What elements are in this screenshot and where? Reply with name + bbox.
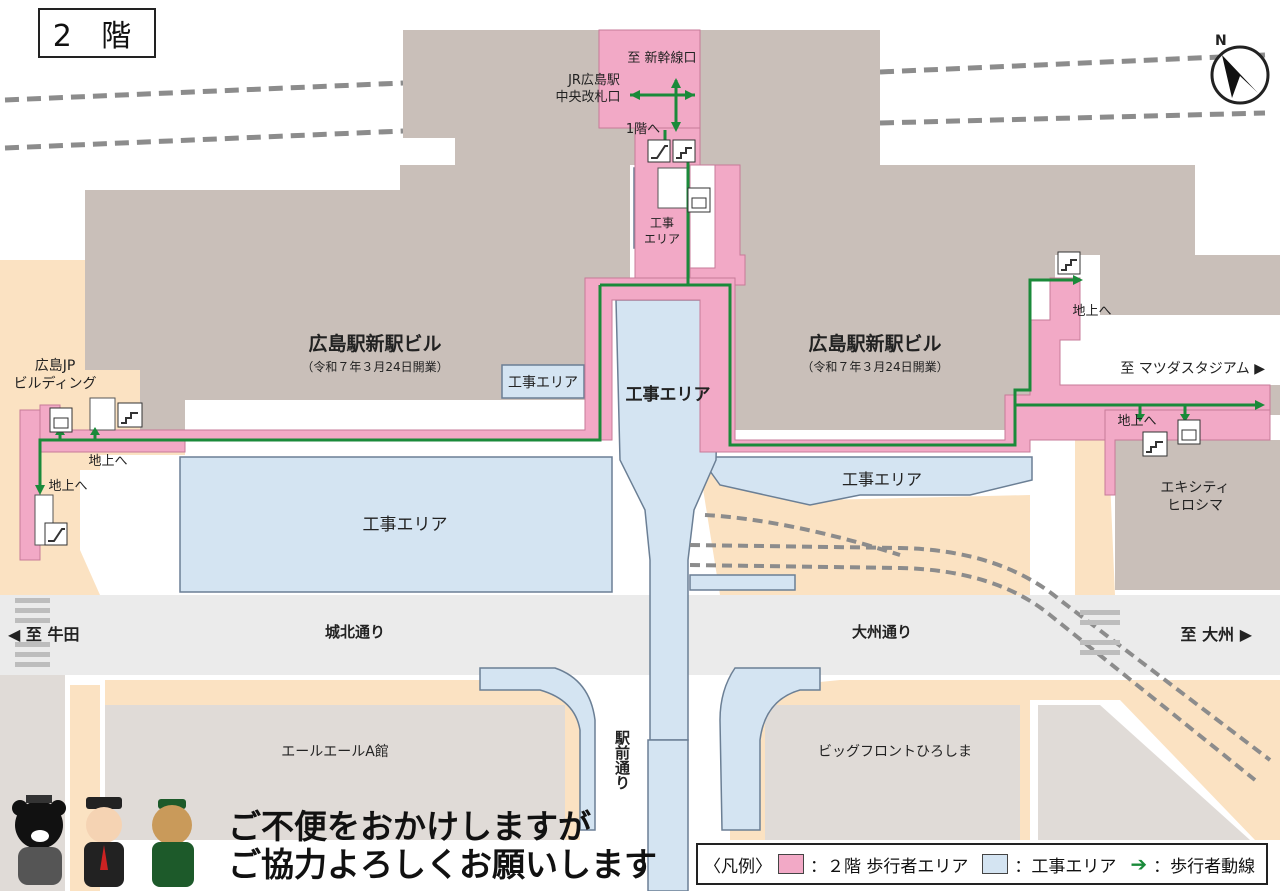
elevator-icon [49, 407, 73, 433]
legend-pink-swatch [778, 854, 804, 874]
construction-small-label: 工事エリア [508, 375, 578, 391]
notice-line1: ご不便をおかけしますが [228, 807, 591, 846]
to-shinkansen-label: 至 新幹線口 [627, 50, 696, 66]
elevator-icon [687, 187, 711, 213]
building-sublabel-left: （令和７年３月24日開業） [301, 359, 448, 374]
ekicity-line2: ヒロシマ [1167, 498, 1223, 514]
notice-line2: ご協力よろしくお願いします [228, 845, 657, 884]
to-ozu-label: 至 大州 ▶ [1181, 625, 1253, 644]
legend: 〈凡例〉 ：２階 歩行者エリア ：工事エリア ➔ ：歩行者動線 [696, 843, 1268, 885]
compass-icon: N [1210, 33, 1270, 105]
construction-plaza-left: 工事エリア [363, 515, 448, 535]
building-label-right: 広島駅新駅ビル [808, 332, 941, 355]
jr-gate-line1: JR広島駅 [567, 73, 620, 88]
jouhoku-street-label: 城北通り [325, 623, 385, 641]
mascot-conductor-icon [84, 797, 124, 887]
construction-center-label: 工事エリア [626, 385, 711, 405]
ozu-street-label: 大州通り [852, 623, 912, 641]
construction-north-line2: エリア [644, 232, 680, 246]
railway-top [4, 52, 1266, 151]
to-ground-label-1: 地上へ [88, 454, 127, 469]
street-band [0, 595, 1280, 675]
jp-building-line2: ビルディング [13, 375, 96, 392]
stairs-icon [1142, 431, 1168, 457]
construction-plaza-right: 工事エリア [842, 470, 922, 489]
to-ground-label-2: 地上へ [48, 479, 87, 494]
to-1f-label: 1階へ [626, 122, 660, 137]
mascot-squirrel-icon [152, 799, 194, 887]
stairs-icon [672, 139, 696, 163]
escalator-icon [647, 139, 671, 163]
stairs-icon [1057, 251, 1081, 275]
bigfront-label: ビッグフロントひろしま [818, 744, 972, 760]
escalator-icon [44, 522, 68, 546]
mascot-bear-icon [12, 795, 66, 885]
aaa-building-label: エールエールA館 [281, 743, 389, 760]
construction-north-line1: 工事 [650, 216, 674, 230]
legend-blue-swatch [982, 854, 1009, 874]
legend-pink-label: ：２階 歩行者エリア [810, 856, 969, 877]
railway-lower [689, 513, 1272, 782]
crosswalks [15, 598, 1120, 667]
jr-gate-line2: 中央改札口 [555, 90, 620, 105]
lower-buildings [0, 675, 1250, 891]
ekicity-line1: エキシティ [1160, 480, 1229, 496]
building-label-left: 広島駅新駅ビル [308, 332, 441, 355]
jp-building-line1: 広島JP [35, 358, 76, 374]
compass-north-label: N [1215, 33, 1227, 49]
to-ushita-label: ◀ 至 牛田 [8, 625, 79, 644]
to-mazda-label: 至 マツダスタジアム ▶ [1120, 361, 1265, 377]
to-ground-label-4: 地上へ [1117, 414, 1156, 429]
legend-arrow-icon: ➔ [1130, 852, 1148, 876]
ekimae-street-label: 駅前通り [613, 730, 631, 790]
floor-label: 2 階 [38, 8, 156, 58]
to-ground-label-3: 地上へ [1072, 304, 1111, 319]
legend-arrow-label: ：歩行者動線 [1153, 856, 1256, 877]
elevator-icon [1177, 419, 1201, 445]
construction-areas [179, 167, 1033, 891]
legend-title: 〈凡例〉 [704, 856, 772, 877]
building-sublabel-right: （令和７年３月24日開業） [801, 359, 948, 374]
notice-text: ご不便をおかけしますが ご協力よろしくお願いします [228, 808, 657, 884]
legend-blue-label: ：工事エリア [1014, 856, 1117, 877]
stairs-icon [117, 402, 143, 428]
